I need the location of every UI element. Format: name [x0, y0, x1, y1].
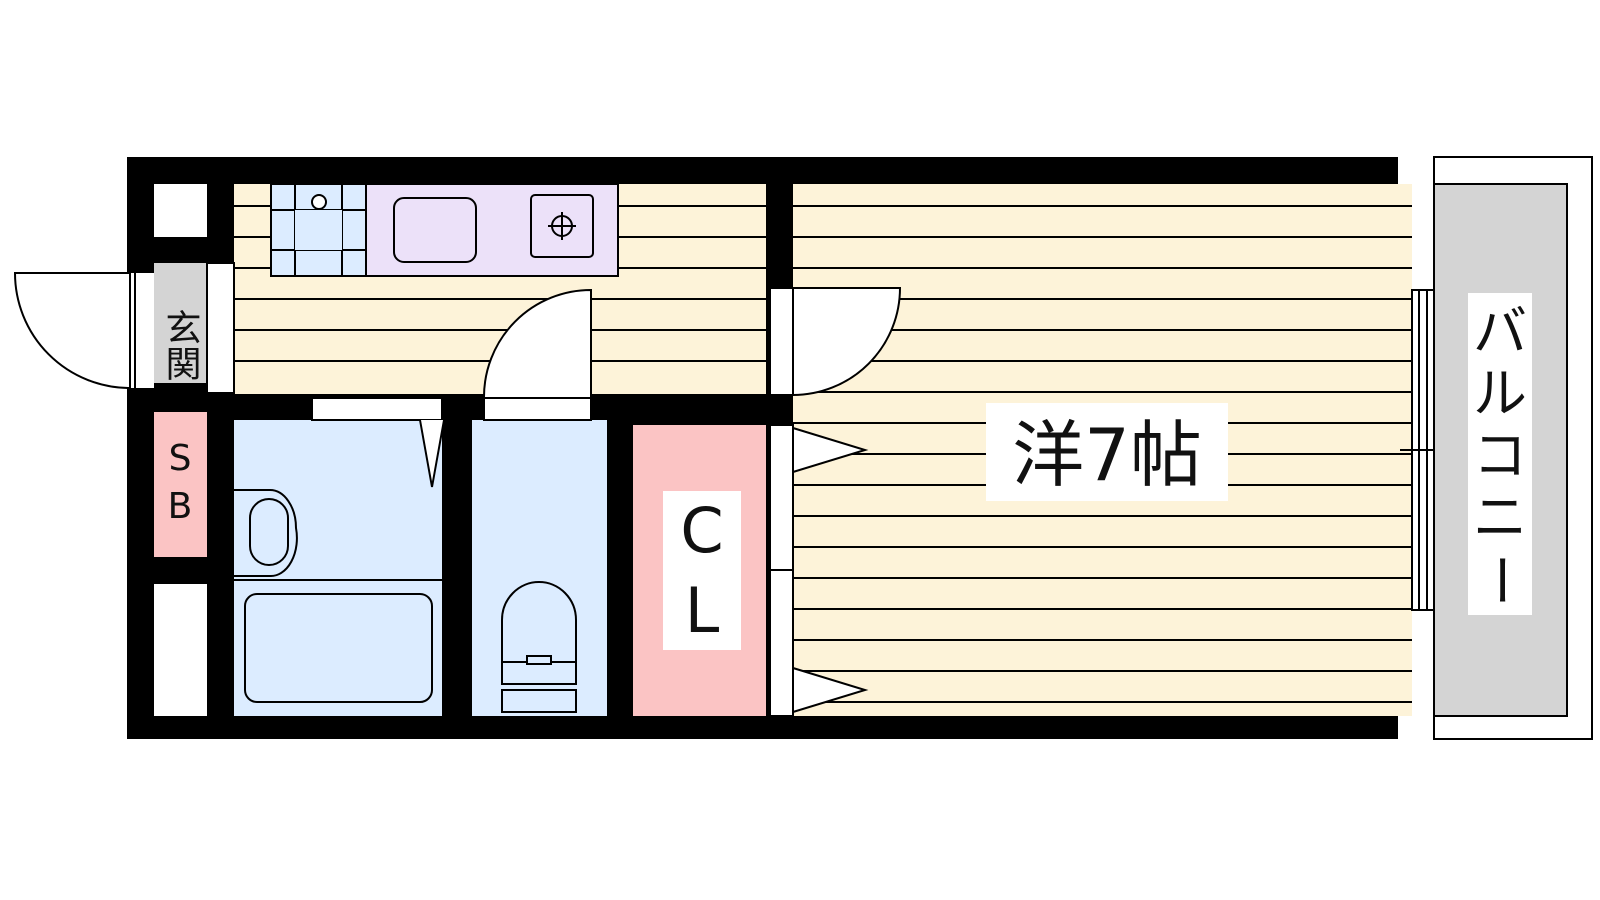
closet-label-bg	[663, 491, 741, 650]
closet-door-upper	[769, 424, 794, 571]
entrance-door-swing	[13, 272, 131, 390]
room-door-swing	[792, 287, 902, 397]
toilet-door-opening	[483, 397, 592, 421]
stove-icon	[530, 194, 594, 258]
entrance-label-1: 玄関	[160, 309, 201, 381]
bathroom-door-fold	[419, 419, 445, 488]
toilet-icon	[501, 581, 577, 713]
shoe-box	[154, 412, 207, 557]
washer-pan	[270, 183, 367, 277]
closet-door-fold-upper	[792, 426, 869, 474]
balcony-char-1: バ	[1473, 300, 1527, 363]
closet-door-lower	[769, 569, 794, 717]
entrance-floor	[154, 263, 207, 383]
western-room-label: 洋7帖	[1012, 413, 1202, 497]
balcony-char-3: コ	[1473, 424, 1527, 487]
shoe-box-label-b: B	[168, 486, 193, 527]
entrance-step	[206, 262, 235, 394]
shoe-box-label-s: S	[169, 438, 192, 479]
entrance-door-opening	[127, 273, 154, 388]
toilet-door-swing	[482, 288, 592, 399]
storage-niche-top	[154, 184, 207, 237]
western-room-label-bg	[986, 403, 1228, 501]
bathroom-door-opening	[311, 397, 443, 421]
balcony-char-5: ー	[1469, 553, 1532, 607]
storage-niche-bottom	[154, 584, 207, 716]
closet-door-fold-lower	[792, 666, 869, 714]
balcony-label-bg	[1468, 293, 1532, 615]
closet-label-l: L	[685, 574, 720, 647]
closet-label-c: C	[680, 494, 723, 567]
balcony-label: バ ル コ ニ ー	[1469, 300, 1532, 607]
bathtub	[244, 593, 433, 703]
balcony-char-2: ル	[1473, 362, 1527, 425]
balcony-char-4: ニ	[1473, 486, 1527, 549]
room-door-opening	[769, 287, 794, 396]
kitchen-sink	[393, 197, 477, 263]
washbasin	[234, 489, 298, 578]
